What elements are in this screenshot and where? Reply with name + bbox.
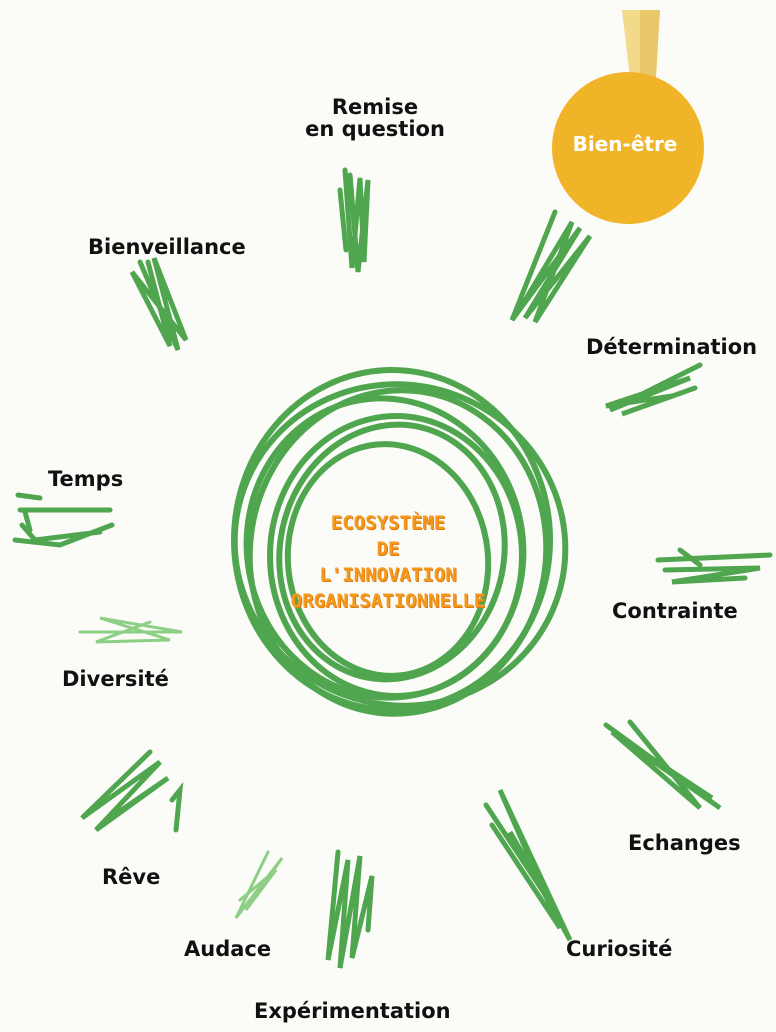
center-title: ECOSYSTÈME DE L'INNOVATION ORGANISATIONN… [268,510,508,614]
ray-determination [605,362,703,417]
ray-audace [234,850,284,919]
label-reve: Rêve [102,865,161,889]
label-remise-line-1: Remise [331,95,419,119]
ray-experimentation [325,849,375,969]
label-curiosite: Curiosité [566,937,673,961]
label-remise-en-question: Remise en question [300,96,450,140]
label-experimentation: Expérimentation [254,999,451,1023]
ray-reve [80,749,184,833]
label-audace: Audace [184,937,272,961]
label-determination: Détermination [586,335,758,359]
label-temps: Temps [48,467,124,491]
medal-label: Bien-être [572,132,678,156]
center-title-line-4: ORGANISATIONNELLE [290,590,486,612]
ray-bien-etre [509,209,593,324]
center-title-line-3: L'INNOVATION [319,564,457,586]
center-title-line-2: DE [376,538,400,560]
ray-curiosite [483,788,573,942]
ray-bienveillance [129,257,189,351]
label-echanges: Echanges [628,831,741,855]
ray-diversite [78,616,183,644]
center-scribble-circle [231,367,569,717]
medal-circle [552,72,704,224]
label-bienveillance: Bienveillance [88,235,246,259]
ray-contrainte [655,547,773,585]
label-diversite: Diversité [62,667,169,691]
label-contrainte: Contrainte [612,599,738,623]
label-remise-line-2: en question [305,117,445,141]
ray-remise-en-question [337,167,371,273]
ray-temps [12,492,115,548]
ray-echanges [603,719,722,811]
center-title-line-1: ECOSYSTÈME [330,512,446,534]
